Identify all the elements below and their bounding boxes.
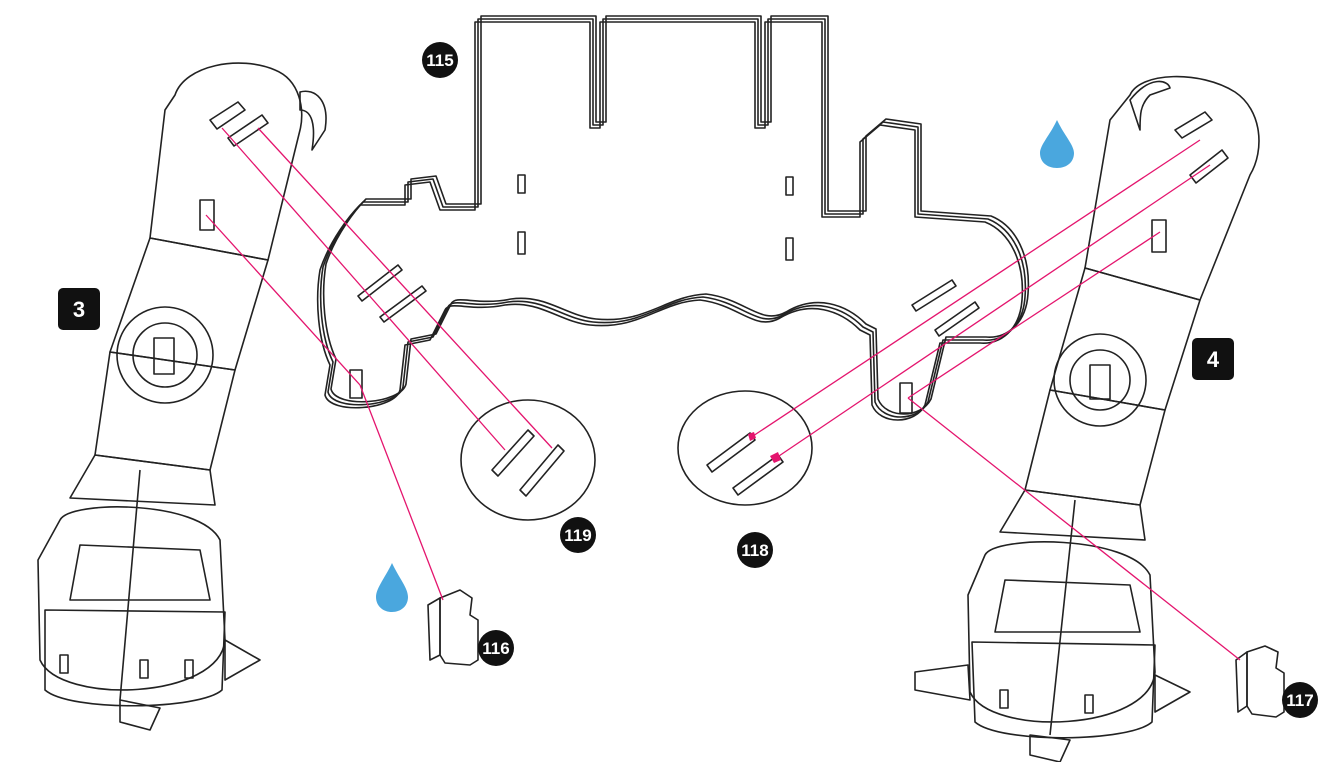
svg-text:116: 116	[482, 639, 509, 658]
pink-part-117	[1236, 646, 1284, 717]
part-label-116: 116	[478, 630, 514, 666]
step-badge-4: 4	[1192, 338, 1234, 380]
svg-text:115: 115	[426, 51, 453, 70]
glue-drop-icon	[376, 563, 408, 612]
right-arm-assembly	[915, 77, 1259, 762]
step-badge-3: 3	[58, 288, 100, 330]
left-arm-assembly	[38, 63, 326, 730]
svg-text:3: 3	[73, 297, 85, 322]
part-label-119: 119	[560, 517, 596, 553]
part-label-115: 115	[422, 42, 458, 78]
glue-drop-icon	[1040, 120, 1074, 168]
svg-text:119: 119	[564, 526, 591, 545]
pink-part-116	[428, 590, 478, 665]
svg-text:117: 117	[1286, 691, 1313, 710]
yellow-disc-119	[461, 400, 595, 520]
part-label-117: 117	[1282, 682, 1318, 718]
svg-text:4: 4	[1207, 347, 1220, 372]
svg-text:118: 118	[741, 541, 768, 560]
part-label-118: 118	[737, 532, 773, 568]
